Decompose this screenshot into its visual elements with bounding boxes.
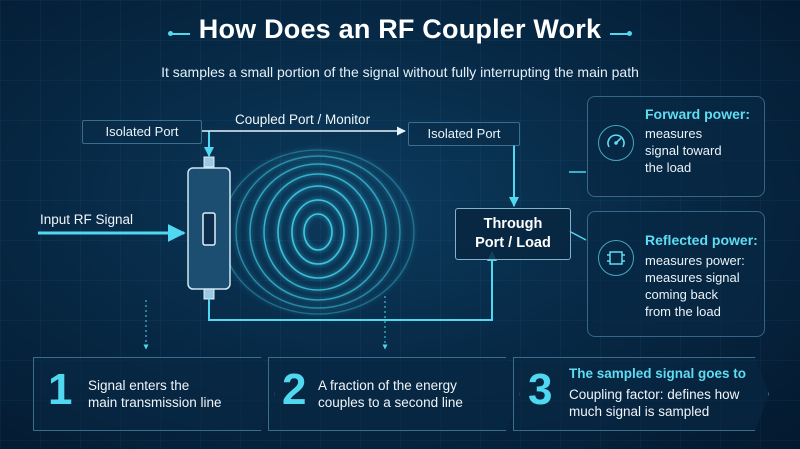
circuit-icon xyxy=(598,240,634,276)
through-port-line2: Port / Load xyxy=(475,235,551,251)
step-3-line: Coupling factor: defines how xyxy=(569,387,740,402)
page-title: How Does an RF Coupler Work xyxy=(198,14,602,44)
page-subtitle: It samples a small portion of the signal… xyxy=(161,64,639,80)
gauge-icon xyxy=(598,125,634,161)
reflected-power-title: Reflected power: xyxy=(645,232,758,248)
title-decor-left xyxy=(172,33,190,35)
step-3-card xyxy=(513,357,769,431)
step-2-text: A fraction of the energy couples to a se… xyxy=(318,377,463,411)
reflected-power-line: measures signal xyxy=(645,270,740,285)
reflected-power-line: measures power: xyxy=(645,253,745,268)
step-1-line: main transmission line xyxy=(88,395,222,410)
input-rf-signal-label: Input RF Signal xyxy=(40,212,134,227)
step-3-text: Coupling factor: defines how much signal… xyxy=(569,386,739,420)
step-1-text: Signal enters the main transmission line xyxy=(88,377,222,411)
forward-power-line: the load xyxy=(645,160,692,175)
reflected-power-line: from the load xyxy=(645,304,721,319)
title-decor-right xyxy=(610,33,628,35)
step-2-line: A fraction of the energy xyxy=(318,378,457,393)
coupler-component xyxy=(187,156,231,300)
forward-power-text: measures signal toward the load xyxy=(645,125,722,176)
reflected-power-line: coming back xyxy=(645,287,718,302)
step-2-line: couples to a second line xyxy=(318,395,463,410)
forward-power-line: signal toward xyxy=(645,143,722,158)
step-1-line: Signal enters the xyxy=(88,378,190,393)
forward-power-line: measures xyxy=(645,126,703,141)
isolated-port-right: Isolated Port xyxy=(408,122,520,146)
isolated-port-left: Isolated Port xyxy=(82,120,202,144)
through-port-load-box: Through Port / Load xyxy=(455,208,571,260)
step-3-title: The sampled signal goes to xyxy=(569,366,747,381)
forward-power-title: Forward power: xyxy=(645,106,751,122)
step-3-number: 3 xyxy=(528,365,553,414)
through-port-line1: Through xyxy=(483,216,543,232)
step-2-number: 2 xyxy=(282,365,307,414)
step-3-line: much signal is sampled xyxy=(569,404,710,419)
reflected-power-text: measures power: measures signal coming b… xyxy=(645,252,745,320)
connector-reflected-card xyxy=(568,230,587,241)
return-path-line xyxy=(208,251,497,321)
step-2-card xyxy=(268,357,520,431)
step-1-number: 1 xyxy=(48,365,73,414)
step-1-card xyxy=(33,357,275,431)
title-decor-dot-right xyxy=(627,31,632,36)
coupled-port-label: Coupled Port / Monitor xyxy=(235,112,371,127)
title-decor-dot-left xyxy=(168,31,173,36)
